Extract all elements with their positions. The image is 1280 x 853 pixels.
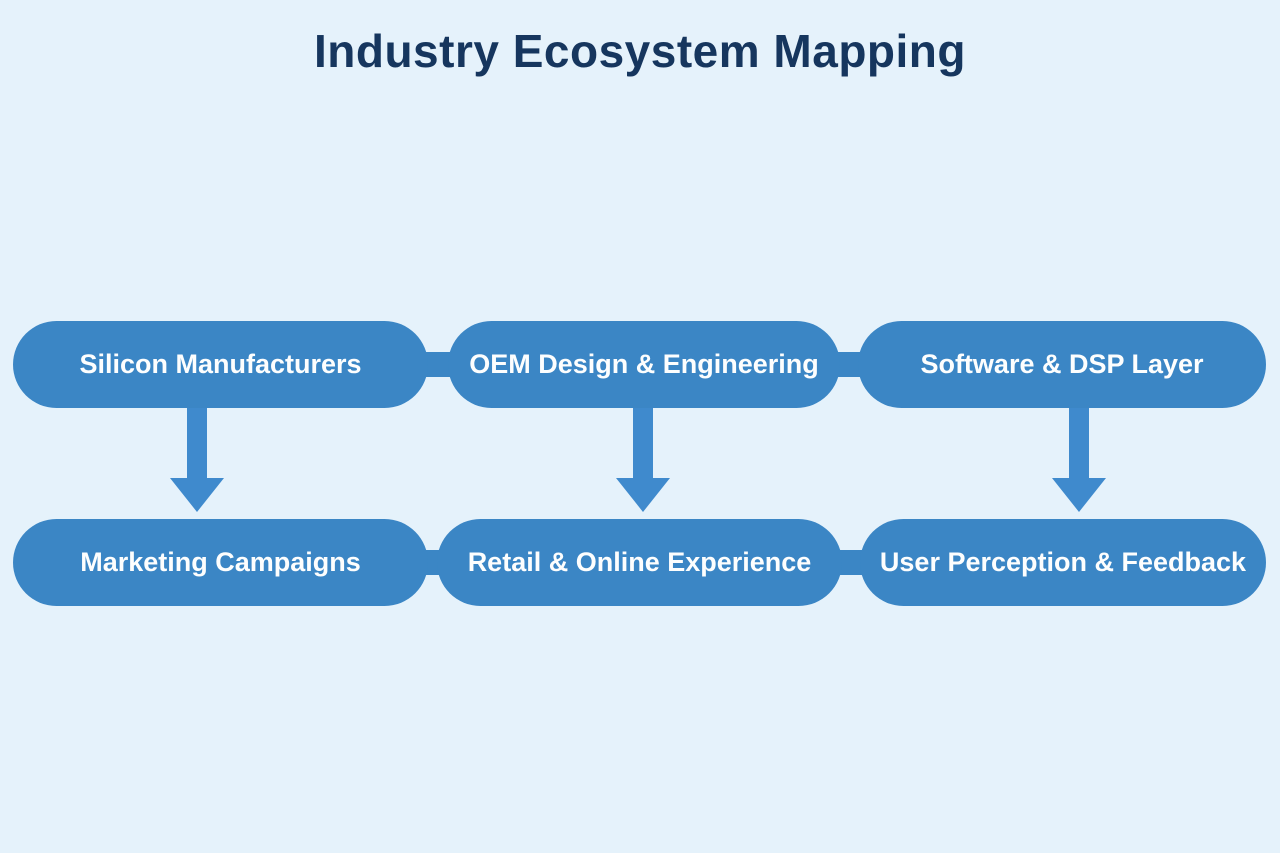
down-arrow-icon (616, 406, 670, 512)
node-label: User Perception & Feedback (879, 547, 1247, 577)
node-label: Retail & Online Experience (467, 547, 812, 577)
node-user-perception-feedback: User Perception & Feedback (860, 519, 1266, 606)
node-oem-design-engineering: OEM Design & Engineering (448, 321, 840, 408)
node-label: Software & DSP Layer (920, 349, 1204, 379)
node-marketing-campaigns: Marketing Campaigns (13, 519, 428, 606)
node-silicon-manufacturers: Silicon Manufacturers (13, 321, 428, 408)
node-software-dsp-layer: Software & DSP Layer (858, 321, 1266, 408)
node-label: Silicon Manufacturers (79, 349, 362, 379)
down-arrow-icon (170, 406, 224, 512)
node-label: OEM Design & Engineering (469, 349, 819, 379)
node-retail-online-experience: Retail & Online Experience (437, 519, 842, 606)
page-title: Industry Ecosystem Mapping (313, 25, 966, 77)
down-arrow-icon (1052, 406, 1106, 512)
node-label: Marketing Campaigns (80, 547, 361, 577)
